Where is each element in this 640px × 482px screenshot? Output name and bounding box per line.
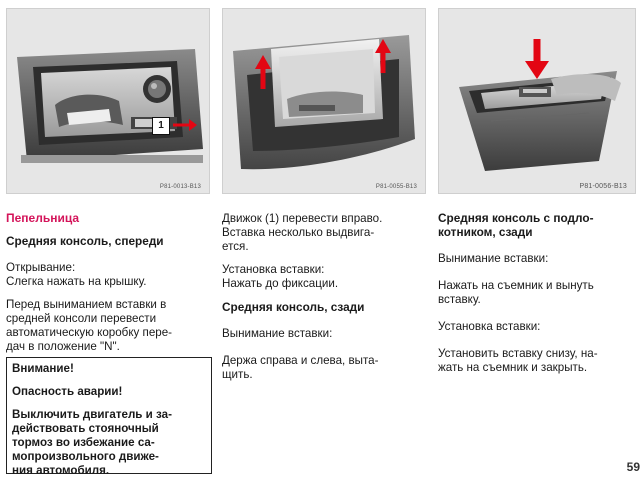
warning-line: Выключить двигатель и за- [12,408,172,421]
figure-code: P81-0056-B13 [579,183,627,190]
page-number: 59 [626,460,640,474]
removal-text-line: Перед выниманием вставки в [6,298,167,311]
section-title: Пепельница [6,211,80,225]
install-text-line: жать на съемник и закрыть. [438,361,588,374]
warning-line: действовать стояночный [12,422,159,435]
armrest-ashtray-illustration [439,9,635,193]
press-text-line: вставку. [438,293,481,306]
subsection-heading: Средняя консоль с подло- [438,211,594,225]
opening-label: Открывание: [6,261,76,274]
rear-ashtray-illustration [223,9,425,193]
slide-arrow-head [189,119,197,131]
column-1: Пепельница Средняя консоль, спереди Откр… [6,211,216,354]
hold-text-line: Держа справа и слева, выта- [222,354,379,367]
slide-text-line: ется. [222,240,249,253]
warning-box: Внимание! Опасность аварии! Выключить дв… [6,357,212,477]
subsection-heading-cont: котником, сзади [438,225,533,239]
hold-text-line: щить. [222,368,253,381]
front-ashtray-illustration [7,9,209,193]
figure-armrest-ashtray: P81-0056-B13 [438,8,636,194]
figure-rear-ashtray: P81-0055-B13 [222,8,426,194]
remove-label: Вынимание вставки: [438,252,549,265]
warning-title: Внимание! [12,362,74,375]
press-text-line: Нажать на съемник и вынуть [438,279,594,292]
remove-label: Вынимание вставки: [222,327,333,340]
figure-front-ashtray: 1 P81-0013-B13 [6,8,210,194]
removal-text-line: автоматическую коробку пере- [6,326,173,339]
install-label: Установка вставки: [222,263,325,276]
subsection-heading: Средняя консоль, сзади [222,300,365,314]
figure-code: P81-0055-B13 [375,184,417,190]
warning-line: мопроизвольного движе- [12,450,159,463]
warning-line: ния автомобиля. [12,464,110,477]
column-2: Движок (1) перевести вправо. Вставка нес… [222,212,432,382]
figure-code: P81-0013-B13 [159,184,201,190]
opening-text: Слегка нажать на крышку. [6,275,147,288]
slide-text-line: Движок (1) перевести вправо. [222,212,383,225]
install-text: Нажать до фиксации. [222,277,339,290]
warning-danger: Опасность аварии! [12,385,123,398]
install-label: Установка вставки: [438,320,541,333]
up-arrow-left-head [255,55,271,69]
warning-line: тормоз во избежание са- [12,436,155,449]
slide-text-line: Вставка несколько выдвига- [222,226,375,239]
removal-text-line: дач в положение "N". [6,340,120,353]
callout-badge: 1 [152,117,170,135]
removal-text-line: средней консоли перевести [6,312,157,325]
install-text-line: Установить вставку снизу, на- [438,347,598,360]
down-arrow-head [525,61,549,79]
column-3: Средняя консоль с подло- котником, сзади… [438,211,638,375]
up-arrow-right-head [375,39,391,53]
subsection-heading: Средняя консоль, спереди [6,234,164,248]
